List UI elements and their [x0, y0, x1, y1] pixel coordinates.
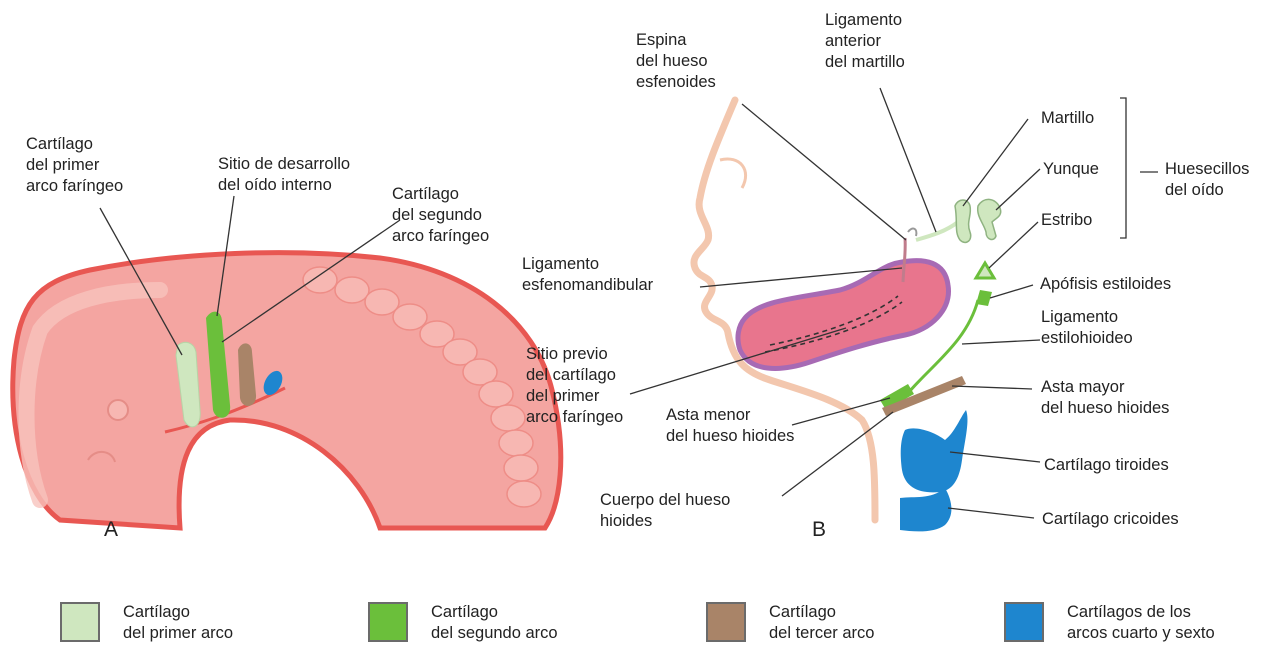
stylohyoid-ligament-label: Ligamento estilohioideo [1041, 307, 1133, 349]
sphenomandibular-ligament-label: Ligamento esfenomandibular [522, 254, 653, 296]
sphenoid-spine-label: Espina del hueso esfenoides [636, 30, 716, 93]
incus-label: Yunque [1043, 159, 1099, 180]
lesser-horn-label: Asta menor del hueso hioides [666, 405, 794, 447]
legend-swatch-first-arch [60, 602, 100, 642]
legend-label: Cartílago del segundo arco [431, 602, 558, 644]
legend-swatch-fourth-sixth-arch [1004, 602, 1044, 642]
incus-bone [978, 199, 1001, 239]
cricoid-cartilage [900, 488, 951, 531]
cricoid-cartilage-label: Cartílago cricoides [1042, 509, 1179, 530]
former-cartilage-site-label: Sitio previo del cartílago del primer ar… [526, 344, 623, 428]
thyroid-cartilage-label: Cartílago tiroides [1044, 455, 1169, 476]
legend-label: Cartílagos de los arcos cuarto y sexto [1067, 602, 1215, 644]
legend-swatch-third-arch [706, 602, 746, 642]
embryo-illustration [13, 253, 561, 528]
panel-label-b: B [812, 518, 826, 542]
embryo-eye [108, 400, 128, 420]
legend-label: Cartílago del primer arco [123, 602, 233, 644]
anterior-ligament-label: Ligamento anterior del martillo [825, 10, 905, 73]
mandible [738, 261, 949, 369]
greater-horn-label: Asta mayor del hueso hioides [1041, 377, 1169, 419]
second-arch-cartilage-label: Cartílago del segundo arco faríngeo [392, 184, 489, 247]
thyroid-cartilage [901, 410, 968, 492]
hyoid-body-label: Cuerpo del hueso hioides [600, 490, 730, 532]
first-arch-cartilage-label: Cartílago del primer arco faríngeo [26, 134, 123, 197]
inner-ear-site-label: Sitio de desarrollo del oído interno [218, 154, 350, 196]
legend-label: Cartílago del tercer arco [769, 602, 874, 644]
stapes-label: Estribo [1041, 210, 1092, 231]
styloid-process-label: Apófisis estiloides [1040, 274, 1171, 295]
head-illustration [694, 100, 1001, 531]
ossicles-group-label: Huesecillos del oído [1165, 159, 1249, 201]
malleus-label: Martillo [1041, 108, 1094, 129]
legend-swatch-second-arch [368, 602, 408, 642]
malleus-bone [955, 200, 971, 242]
panel-label-a: A [104, 518, 118, 542]
